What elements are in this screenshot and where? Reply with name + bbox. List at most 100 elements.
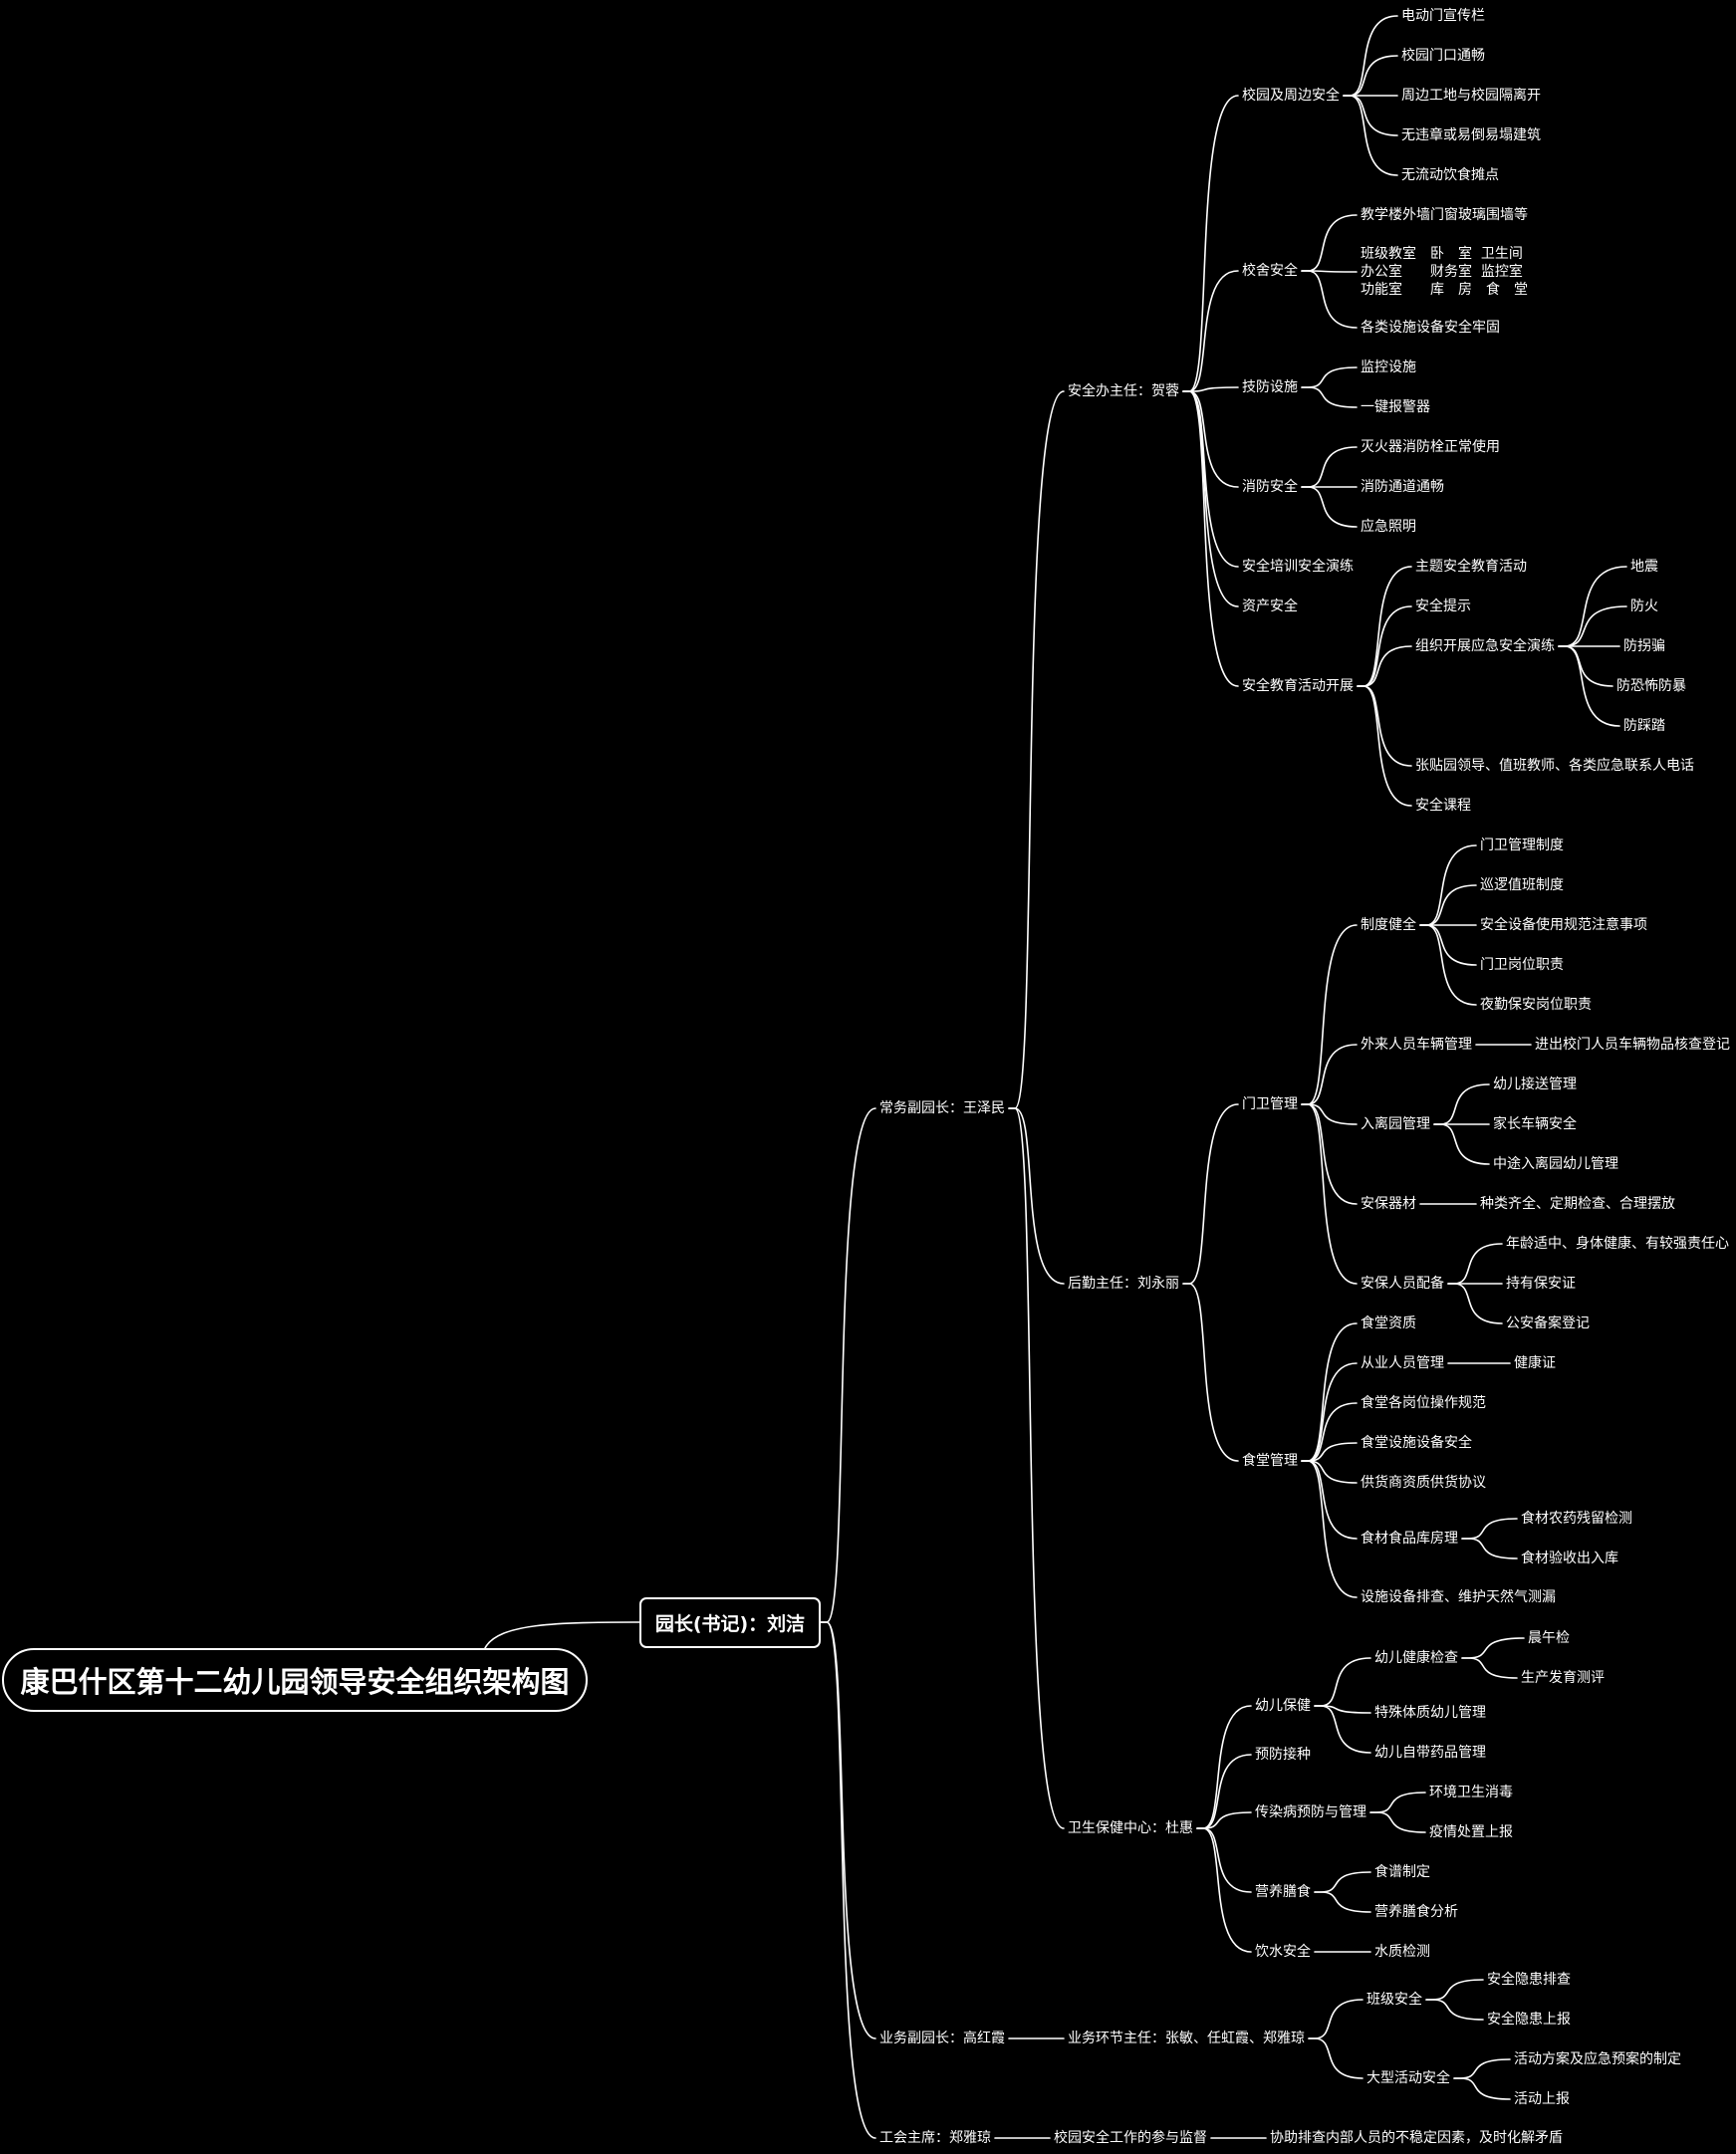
mindmap-node-b6[interactable]: 资产安全	[1242, 598, 1298, 614]
mindmap-node-v2[interactable]: 疫情处置上报	[1429, 1824, 1513, 1840]
mindmap-node-i5[interactable]: 防踩踏	[1623, 718, 1665, 734]
mindmap-node-y3[interactable]: 大型活动安全	[1366, 2070, 1450, 2086]
mindmap-node-g1[interactable]: 灭火器消防栓正常使用	[1361, 439, 1500, 455]
mindmap-node-o1[interactable]: 种类齐全、定期检查、合理摆放	[1480, 1196, 1675, 1212]
mindmap-node-f2[interactable]: 一键报警器	[1361, 399, 1430, 415]
mindmap-node-q3[interactable]: 食堂各岗位操作规范	[1361, 1395, 1486, 1411]
mindmap-node-b4[interactable]: 消防安全	[1242, 479, 1298, 495]
mindmap-node-n1[interactable]: 幼儿接送管理	[1493, 1077, 1577, 1092]
mindmap-node-i4[interactable]: 防恐怖防暴	[1616, 678, 1686, 694]
connector-c1-a3	[1008, 1107, 1065, 1829]
mindmap-node-b1[interactable]: 校园及周边安全	[1242, 88, 1340, 104]
mindmap-node-d1[interactable]: 电动门宣传栏	[1401, 8, 1485, 24]
mindmap-node-b3[interactable]: 技防设施	[1242, 379, 1298, 395]
mindmap-node-s1[interactable]: 幼儿保健	[1255, 1698, 1311, 1714]
mindmap-node-r2[interactable]: 食材农药残留检测	[1521, 1511, 1632, 1527]
connector-s3-v2	[1369, 1811, 1426, 1833]
mindmap-node-d3[interactable]: 周边工地与校园隔离开	[1401, 88, 1541, 104]
connector-s1-t2	[1314, 1705, 1371, 1714]
mindmap-node-n3[interactable]: 中途入离园幼儿管理	[1493, 1156, 1618, 1172]
mindmap-node-h3[interactable]: 组织开展应急安全演练	[1415, 638, 1555, 654]
mindmap-node-p1[interactable]: 年龄适中、身体健康、有较强责任心	[1506, 1236, 1729, 1252]
mindmap-node-r3[interactable]: 食材验收出入库	[1521, 1551, 1618, 1566]
mindmap-node-d5[interactable]: 无流动饮食摊点	[1401, 167, 1499, 183]
mindmap-node-e1[interactable]: 教学楼外墙门窗玻璃围墙等	[1361, 207, 1528, 223]
mindmap-node-u1[interactable]: 晨午检	[1528, 1630, 1570, 1646]
mindmap-node-d4[interactable]: 无违章或易倒易塌建筑	[1401, 127, 1541, 143]
mindmap-node-y6[interactable]: 活动方案及应急预案的制定	[1514, 2051, 1681, 2067]
mindmap-node-z2[interactable]: 协助排查内部人员的不稳定因素，及时化解矛盾	[1270, 2130, 1563, 2146]
mindmap-node-b2[interactable]: 校舍安全	[1242, 263, 1298, 279]
mindmap-node-l5[interactable]: 夜勤保安岗位职责	[1480, 997, 1592, 1013]
mindmap-node-w1[interactable]: 食谱制定	[1374, 1864, 1430, 1880]
mindmap-node-q4[interactable]: 食堂设施设备安全	[1361, 1435, 1472, 1451]
mindmap-node-z1[interactable]: 校园安全工作的参与监督	[1054, 2130, 1207, 2146]
connector-a3-s1	[1196, 1705, 1252, 1829]
mindmap-node-l3[interactable]: 安全设备使用规范注意事项	[1480, 917, 1647, 933]
mindmap-node-y7[interactable]: 活动上报	[1514, 2091, 1570, 2107]
mindmap-node-k2[interactable]: 外来人员车辆管理	[1361, 1037, 1472, 1053]
mindmap-node-l2[interactable]: 巡逻值班制度	[1480, 877, 1564, 893]
mindmap-node-q1[interactable]: 食堂资质	[1361, 1316, 1416, 1331]
mindmap-node-p2[interactable]: 持有保安证	[1506, 1276, 1576, 1292]
mindmap-node-c2[interactable]: 业务副园长：高红霞	[879, 2031, 1005, 2046]
mindmap-node-x1[interactable]: 水质检测	[1374, 1944, 1430, 1960]
mindmap-node-n2[interactable]: 家长车辆安全	[1493, 1116, 1577, 1132]
mindmap-node-y5[interactable]: 安全隐患上报	[1487, 2012, 1571, 2028]
mindmap-node-k3[interactable]: 入离园管理	[1361, 1116, 1430, 1132]
mindmap-node-t2[interactable]: 特殊体质幼儿管理	[1374, 1705, 1486, 1721]
mindmap-node-m1[interactable]: 进出校门人员车辆物品核查登记	[1535, 1037, 1730, 1053]
connector-j1-k2	[1301, 1044, 1358, 1105]
mindmap-node-b7[interactable]: 安全教育活动开展	[1242, 678, 1354, 694]
mindmap-node-u2[interactable]: 生产发育测评	[1521, 1670, 1605, 1686]
mindmap-node-q6[interactable]: 食材食品库房理	[1361, 1531, 1458, 1547]
mindmap-node-w2[interactable]: 营养膳食分析	[1374, 1904, 1458, 1920]
mindmap-node-l4[interactable]: 门卫岗位职责	[1480, 957, 1564, 973]
connector-j2-q2	[1301, 1362, 1358, 1462]
mindmap-node-l1[interactable]: 门卫管理制度	[1480, 838, 1564, 853]
mindmap-node-s5[interactable]: 饮水安全	[1255, 1944, 1311, 1960]
mindmap-node-e3[interactable]: 各类设施设备安全牢固	[1361, 320, 1500, 336]
mindmap-node-y2[interactable]: 班级安全	[1366, 1992, 1422, 2008]
mindmap-node-c3[interactable]: 工会主席：郑雅琼	[879, 2130, 991, 2146]
mindmap-node-v1[interactable]: 环境卫生消毒	[1429, 1785, 1513, 1800]
mindmap-node-g2[interactable]: 消防通道通畅	[1361, 479, 1444, 495]
connector-a1-b7	[1182, 390, 1239, 687]
mindmap-node-t3[interactable]: 幼儿自带药品管理	[1374, 1745, 1486, 1761]
mindmap-node-i2[interactable]: 防火	[1630, 598, 1658, 614]
mindmap-node-b5[interactable]: 安全培训安全演练	[1242, 559, 1354, 575]
root-node-principal[interactable]: 园长(书记)：刘洁	[639, 1597, 821, 1648]
mindmap-node-p3[interactable]: 公安备案登记	[1506, 1316, 1590, 1331]
mindmap-node-s2[interactable]: 预防接种	[1255, 1747, 1311, 1763]
mindmap-node-h5[interactable]: 安全课程	[1415, 798, 1471, 814]
mindmap-node-e2[interactable]: 班级教室 卧 室 卫生间 办公室 财务室 监控室 功能室 库 房 食 堂	[1361, 246, 1528, 298]
mindmap-node-c1[interactable]: 常务副园长：王泽民	[879, 1100, 1005, 1116]
mindmap-node-k1[interactable]: 制度健全	[1361, 917, 1416, 933]
mindmap-node-q7[interactable]: 设施设备排查、维护天然气测漏	[1361, 1589, 1556, 1605]
mindmap-node-k4[interactable]: 安保器材	[1361, 1196, 1416, 1212]
mindmap-node-a2[interactable]: 后勤主任：刘永丽	[1068, 1276, 1179, 1292]
mindmap-node-g3[interactable]: 应急照明	[1361, 519, 1416, 535]
mindmap-node-k5[interactable]: 安保人员配备	[1361, 1276, 1444, 1292]
mindmap-node-q2[interactable]: 从业人员管理	[1361, 1355, 1444, 1371]
mindmap-node-s3[interactable]: 传染病预防与管理	[1255, 1804, 1366, 1820]
mindmap-node-y1[interactable]: 业务环节主任：张敏、任虹霞、郑雅琼	[1068, 2031, 1305, 2046]
mindmap-node-t1[interactable]: 幼儿健康检查	[1374, 1650, 1458, 1666]
mindmap-node-i3[interactable]: 防拐骗	[1623, 638, 1665, 654]
mindmap-node-q5[interactable]: 供货商资质供货协议	[1361, 1475, 1486, 1491]
mindmap-node-s4[interactable]: 营养膳食	[1255, 1884, 1311, 1900]
mindmap-node-y4[interactable]: 安全隐患排查	[1487, 1972, 1571, 1988]
mindmap-node-a3[interactable]: 卫生保健中心：杜惠	[1068, 1820, 1193, 1836]
mindmap-node-h2[interactable]: 安全提示	[1415, 598, 1471, 614]
mindmap-node-h1[interactable]: 主题安全教育活动	[1415, 559, 1527, 575]
mindmap-node-a1[interactable]: 安全办主任：贺蓉	[1068, 383, 1179, 399]
mindmap-node-h4[interactable]: 张贴园领导、值班教师、各类应急联系人电话	[1415, 758, 1694, 774]
mindmap-node-j2[interactable]: 食堂管理	[1242, 1453, 1298, 1469]
mindmap-node-j1[interactable]: 门卫管理	[1242, 1096, 1298, 1112]
mindmap-node-r1[interactable]: 健康证	[1514, 1355, 1556, 1371]
mindmap-node-i1[interactable]: 地震	[1630, 559, 1658, 575]
mindmap-node-d2[interactable]: 校园门口通畅	[1401, 48, 1485, 64]
mindmap-node-f1[interactable]: 监控设施	[1361, 359, 1416, 375]
connector-b7-h4	[1357, 685, 1412, 767]
diagram-title[interactable]: 康巴什区第十二幼儿园领导安全组织架构图	[2, 1648, 588, 1712]
